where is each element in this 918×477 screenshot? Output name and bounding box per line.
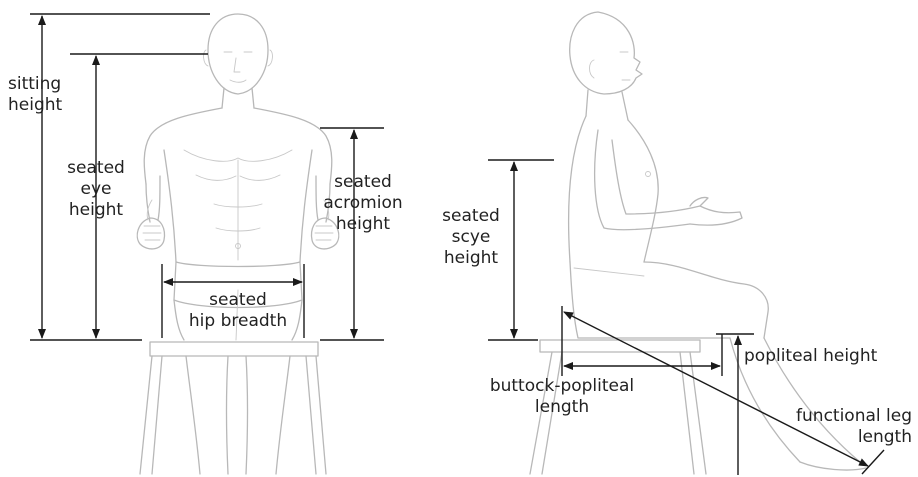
popliteal-height-label: popliteal height [744, 346, 877, 367]
functional-leg-length-end-tick [862, 450, 884, 474]
sitting-height-label: sitting height [8, 74, 62, 116]
seated-acromion-height-label: seated acromion height [318, 172, 408, 235]
seated-hip-breadth-label: seated hip breadth [178, 290, 298, 332]
front-seated-figure [137, 14, 339, 474]
seated-scye-height-label: seated scye height [440, 206, 502, 269]
functional-leg-length-label: functional leg length [780, 406, 912, 448]
seated-eye-height-label: seated eye height [54, 158, 138, 221]
buttock-popliteal-length-label: buttock-popliteal length [476, 376, 648, 418]
